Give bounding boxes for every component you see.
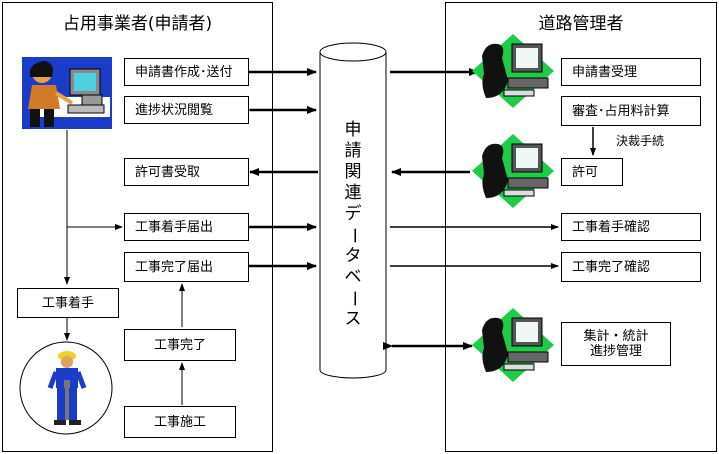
manager-computer-icon-3 [472, 308, 554, 382]
box-work-complete: 工事完了 [124, 329, 236, 361]
database-label: 申 請 関 連 デ ー タ ベ ー ス [333, 120, 373, 330]
box-work-execute: 工事施工 [124, 406, 236, 438]
box-complete-confirm: 工事完了確認 [561, 252, 701, 282]
box-progress-view: 進捗状況閲覧 [124, 96, 249, 124]
road-manager-panel-title: 道路管理者 [538, 14, 624, 34]
db-char: ー [343, 290, 364, 307]
database-cylinder [319, 42, 387, 379]
db-char: タ [344, 246, 362, 266]
applicant-computer-icon [22, 57, 112, 129]
box-review: 審査･占用料計算 [561, 96, 701, 126]
db-char: 請 [344, 141, 362, 161]
construction-worker-icon [47, 351, 87, 425]
db-char: ー [343, 227, 364, 244]
box-permit-receive: 許可書受取 [124, 158, 249, 186]
approval-note: 決裁手続 [616, 134, 665, 148]
box-apply-send: 申請書作成･送付 [124, 58, 249, 86]
manager-computer-icon-1 [472, 34, 554, 108]
box-aggregate: 集計・統計 進捗管理 [561, 322, 671, 366]
db-char: ベ [344, 267, 362, 287]
box-work-start: 工事着手 [17, 288, 119, 318]
db-char: 関 [344, 162, 362, 182]
db-char: デ [344, 204, 362, 224]
aggregate-line-2: 進捗管理 [589, 344, 642, 359]
box-start-notice: 工事着手届出 [124, 213, 249, 241]
box-permit: 許可 [561, 158, 623, 186]
box-receive: 申請書受理 [561, 58, 701, 86]
aggregate-line-1: 集計・統計 [583, 329, 649, 344]
box-start-confirm: 工事着手確認 [561, 213, 701, 241]
box-complete-notice: 工事完了届出 [124, 252, 249, 282]
db-char: 連 [344, 183, 362, 203]
manager-computer-icon-2 [472, 134, 554, 208]
db-char: ス [344, 309, 362, 329]
applicant-panel-title: 占用事業者(申請者) [62, 14, 213, 34]
db-char: 申 [344, 120, 362, 140]
